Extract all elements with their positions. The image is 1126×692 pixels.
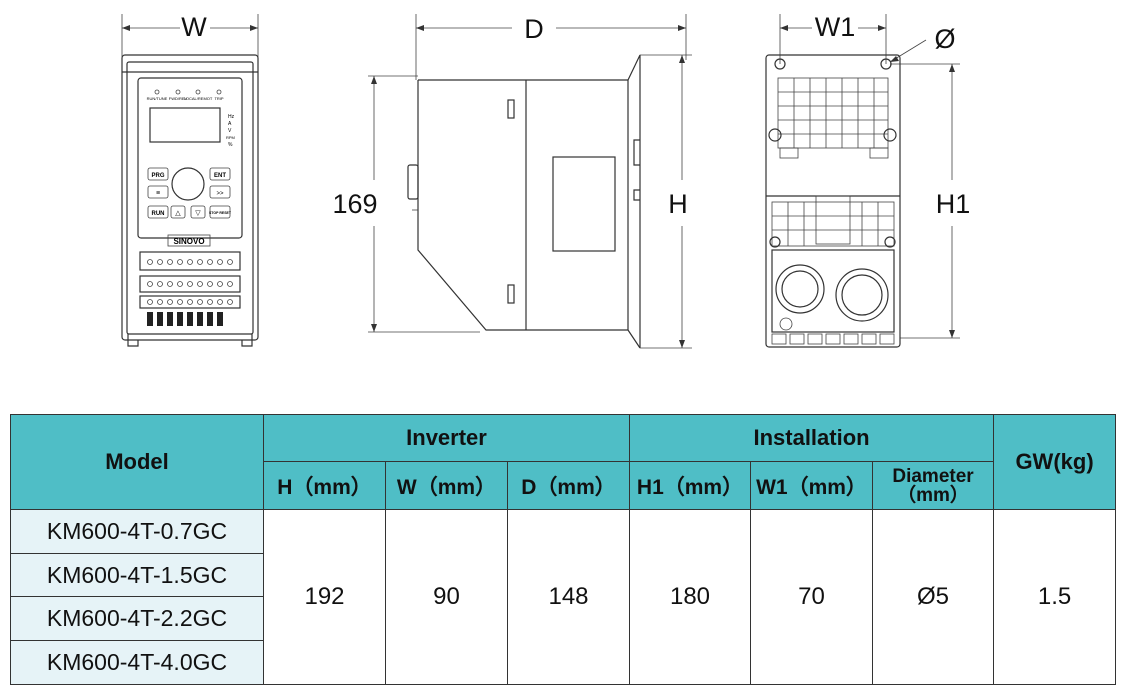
key-menu: ≡ <box>156 190 160 197</box>
side-height-left-label: 169 <box>332 189 377 219</box>
unit-label: V <box>228 128 232 134</box>
header-h: H（mm） <box>263 461 386 510</box>
value-w1: 70 <box>750 509 874 685</box>
back-w1-label: W1 <box>815 12 856 42</box>
header-w1: W1（mm） <box>750 461 874 510</box>
dimension-drawings: W RUN/TUNE FWD/REV LOCAL/REMOT TRIP Hz A… <box>121 12 971 349</box>
value-h1: 180 <box>629 509 752 685</box>
key-ent: ENT <box>214 173 226 179</box>
side-height-right-label: H <box>668 189 688 219</box>
value-w: 90 <box>385 509 508 685</box>
key-stop-reset: STOP RESET <box>209 211 232 215</box>
front-width-label: W <box>181 12 207 42</box>
table-row: KM600-4T-1.5GC <box>10 553 1116 597</box>
model-cell: KM600-4T-0.7GC <box>10 509 264 554</box>
table-row: KM600-4T-4.0GC <box>10 640 1116 685</box>
unit-label: % <box>228 142 233 148</box>
back-diameter-label: Ø <box>934 24 955 54</box>
header-diameter-line1: Diameter <box>892 465 974 487</box>
unit-label: A <box>228 121 232 127</box>
model-cell: KM600-4T-2.2GC <box>10 596 264 641</box>
table-row: KM600-4T-2.2GC <box>10 596 1116 641</box>
side-view: D 169 H <box>332 14 692 349</box>
header-h1: H1（mm） <box>629 461 752 510</box>
back-view: W1 Ø H1 <box>765 12 971 348</box>
key-prg: PRG <box>151 173 164 179</box>
model-cell: KM600-4T-4.0GC <box>10 640 264 685</box>
header-installation: Installation <box>629 414 995 462</box>
unit-label: RPM <box>226 135 235 140</box>
header-diameter-line2: （mm） <box>897 484 969 506</box>
brand-logo: SINOVO <box>173 237 204 246</box>
header-w: W（mm） <box>385 461 508 510</box>
key-down: ▽ <box>195 209 201 217</box>
value-d: 148 <box>506 509 631 685</box>
header-diameter: Diameter（mm） <box>872 461 995 510</box>
indicator-label: TRIP <box>214 96 223 101</box>
unit-label: Hz <box>228 114 235 120</box>
key-run: RUN <box>152 211 165 217</box>
header-d: D（mm） <box>506 461 631 510</box>
indicator-label: RUN/TUNE <box>147 96 168 101</box>
header-gw: GW(kg) <box>993 414 1117 510</box>
back-h1-label: H1 <box>936 189 971 219</box>
indicator-label: LOCAL/REMOT <box>184 96 213 101</box>
key-up: △ <box>175 209 181 217</box>
key-shift: >> <box>216 191 224 197</box>
model-cell: KM600-4T-1.5GC <box>10 553 264 597</box>
spec-table: Model Inverter Installation GW(kg) H（mm）… <box>10 414 1117 685</box>
header-model: Model <box>10 414 264 510</box>
value-h: 192 <box>263 509 386 685</box>
front-view: W RUN/TUNE FWD/REV LOCAL/REMOT TRIP Hz A… <box>121 12 259 347</box>
value-diameter: Ø5 <box>872 509 995 685</box>
value-gw: 1.5 <box>993 509 1117 685</box>
indicator-label: FWD/REV <box>169 96 188 101</box>
table-row: KM600-4T-0.7GC 192 90 148 180 70 Ø5 1.5 <box>10 509 1117 685</box>
header-inverter: Inverter <box>262 414 631 462</box>
side-depth-label: D <box>524 14 544 44</box>
